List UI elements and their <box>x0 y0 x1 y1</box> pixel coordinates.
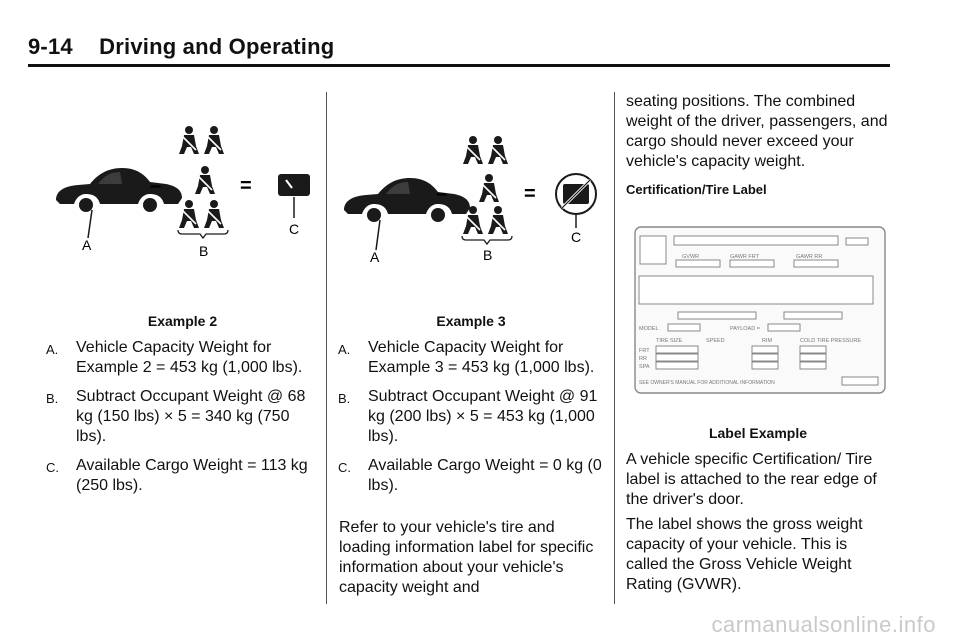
label-rim: RIM <box>762 338 773 344</box>
list-text: Available Cargo Weight = 0 kg (0 lbs). <box>368 457 602 494</box>
callout-a: A <box>82 237 92 253</box>
label-gvwr: GVWR <box>682 254 699 260</box>
label-cold-tire-pressure: COLD TIRE PRESSURE <box>800 338 861 344</box>
list-text: Vehicle Capacity Weight for Example 3 = … <box>368 339 595 376</box>
watermark: carmanualsonline.info <box>711 612 936 637</box>
body-paragraph: Refer to your vehicle's tire and loading… <box>339 519 594 596</box>
label-speed: SPEED <box>706 338 725 344</box>
list-item: B. Subtract Occupant Weight @ 68 kg (150… <box>46 387 316 447</box>
page-number: 9-14 <box>28 34 73 59</box>
figure-caption: Example 2 <box>147 313 218 329</box>
example-2-list: A. Vehicle Capacity Weight for Example 2… <box>46 338 316 505</box>
callout-b: B <box>199 243 208 259</box>
chapter-title: Driving and Operating <box>99 34 335 59</box>
occupant-icon <box>487 135 509 165</box>
body-paragraph: seating positions. The combined weight o… <box>626 93 888 170</box>
occupant-icon <box>478 173 500 203</box>
list-text: Vehicle Capacity Weight for Example 2 = … <box>76 339 303 376</box>
list-text: Available Cargo Weight = 113 kg (250 lbs… <box>76 457 308 494</box>
bracket-b <box>461 235 513 246</box>
page-header: 9-14 Driving and Operating <box>28 34 334 60</box>
callout-b: B <box>483 247 492 263</box>
callout-a: A <box>370 249 380 265</box>
list-item: C. Available Cargo Weight = 0 kg (0 lbs)… <box>338 456 606 496</box>
list-letter: B. <box>46 391 59 406</box>
header-rule <box>28 64 890 67</box>
label-spa: SPA <box>639 364 650 370</box>
body-paragraph: The label shows the gross weight capacit… <box>626 516 863 593</box>
list-letter: A. <box>338 342 351 357</box>
example-3-list: A. Vehicle Capacity Weight for Example 3… <box>338 338 606 505</box>
cargo-box-icon <box>278 174 310 196</box>
callout-c: C <box>289 221 299 237</box>
label-gawr-frt: GAWR FRT <box>730 254 760 260</box>
list-item: A. Vehicle Capacity Weight for Example 2… <box>46 338 316 378</box>
label-gawr-rr: GAWR RR <box>796 254 822 260</box>
label-payload: PAYLOAD = <box>730 326 760 332</box>
figure-caption: Example 3 <box>436 313 506 329</box>
callout-line-a <box>87 209 93 239</box>
tire-label-figure: GVWR GAWR FRT GAWR RR MODEL PAYLOAD = TI… <box>634 226 886 394</box>
label-rr: RR <box>639 356 647 362</box>
list-letter: C. <box>338 460 351 475</box>
list-text: Subtract Occupant Weight @ 68 kg (150 lb… <box>76 388 306 445</box>
list-item: C. Available Cargo Weight = 113 kg (250 … <box>46 456 316 496</box>
occupant-icon <box>462 135 484 165</box>
list-letter: B. <box>338 391 351 406</box>
column-divider-1 <box>326 92 327 604</box>
list-item: A. Vehicle Capacity Weight for Example 3… <box>338 338 606 378</box>
label-model: MODEL <box>639 326 659 332</box>
figure-caption: Label Example <box>708 425 808 441</box>
equals-sign: = <box>240 175 252 197</box>
minus-sign: – <box>150 175 161 197</box>
car-icon <box>344 178 470 222</box>
list-letter: A. <box>46 342 59 357</box>
occupant-icon <box>487 205 509 235</box>
occupant-icon <box>194 165 216 195</box>
example-2-figure: A – B = C <box>56 125 310 259</box>
label-frt: FRT <box>639 348 650 354</box>
equals-sign: = <box>524 183 536 205</box>
callout-line-a <box>375 219 381 251</box>
column-divider-2 <box>614 92 615 604</box>
label-tire-size: TIRE SIZE <box>656 338 683 344</box>
occupant-icon <box>203 199 225 229</box>
list-letter: C. <box>46 460 59 475</box>
list-text: Subtract Occupant Weight @ 91 kg (200 lb… <box>368 388 598 445</box>
occupant-icon <box>178 125 200 155</box>
car-icon <box>56 168 182 212</box>
bracket-b <box>177 229 229 240</box>
occupant-icon <box>203 125 225 155</box>
minus-sign: – <box>436 183 447 205</box>
example-3-figure: A – B = C <box>344 135 597 265</box>
occupant-icon <box>178 199 200 229</box>
callout-c: C <box>571 229 581 245</box>
section-subheading: Certification/Tire Label <box>626 182 767 197</box>
body-paragraph: A vehicle specific Certification/ Tire l… <box>626 451 877 508</box>
list-item: B. Subtract Occupant Weight @ 91 kg (200… <box>338 387 606 447</box>
label-footer: SEE OWNER'S MANUAL FOR ADDITIONAL INFORM… <box>639 380 775 386</box>
